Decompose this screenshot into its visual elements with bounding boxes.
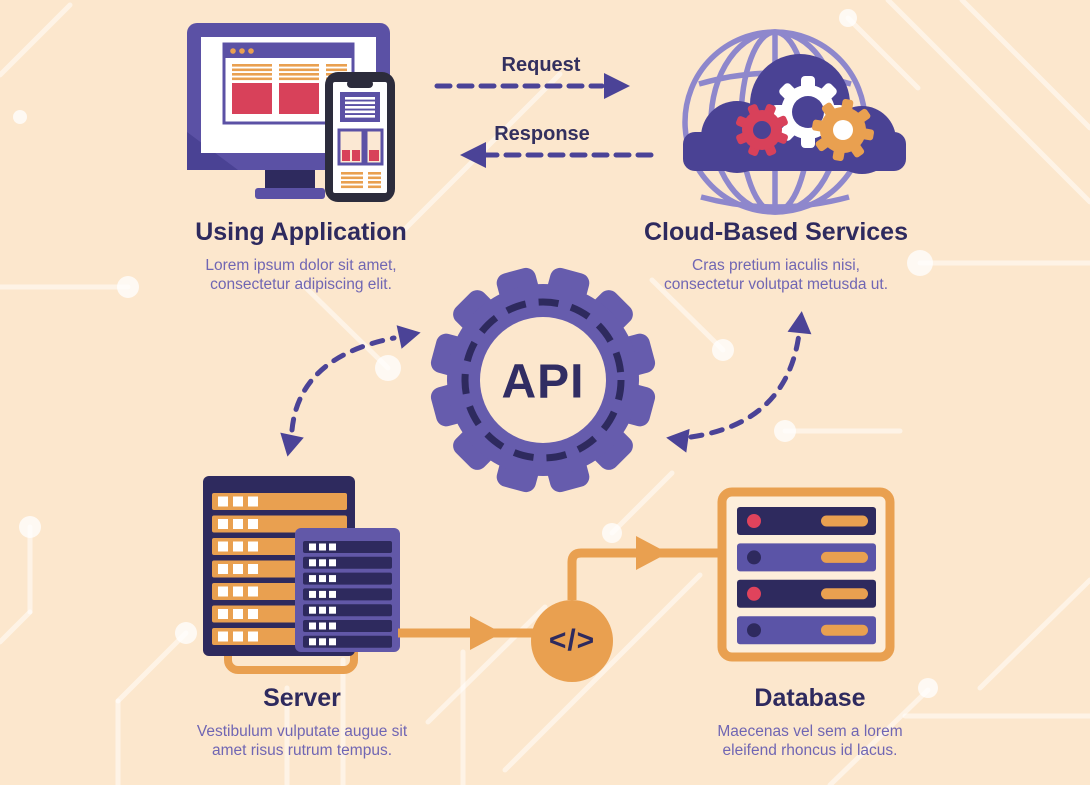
server-title: Server	[263, 684, 341, 712]
cloud-description: Cras pretium iaculis nisi, consectetur v…	[663, 257, 889, 294]
request-label: Request	[501, 54, 581, 76]
server-api-arrow-icon	[280, 325, 421, 457]
server-description: Vestibulum vulputate augue sit amet risu…	[196, 723, 408, 760]
request-arrow-icon	[434, 73, 630, 99]
code-database-connector	[567, 536, 720, 600]
database-description: Maecenas vel sem a lorem eleifend rhoncu…	[717, 723, 903, 760]
response-arrow-icon	[460, 142, 659, 168]
server-icon	[203, 476, 400, 674]
api-cloud-arrow-icon	[666, 311, 812, 453]
api-label: API	[501, 355, 585, 409]
code-icon	[531, 600, 613, 682]
server-code-connector	[398, 616, 534, 650]
application-title: Using Application	[195, 218, 407, 246]
code-symbol-label: </>	[548, 624, 596, 657]
database-icon	[717, 487, 895, 662]
gears-icon	[735, 76, 875, 162]
api-gear-icon	[430, 267, 656, 493]
cloud-title: Cloud-Based Services	[644, 218, 908, 246]
application-description: Lorem ipsum dolor sit amet, consectetur …	[205, 257, 397, 294]
smartphone-icon	[325, 72, 395, 202]
database-title: Database	[754, 684, 866, 712]
response-label: Response	[494, 123, 590, 145]
